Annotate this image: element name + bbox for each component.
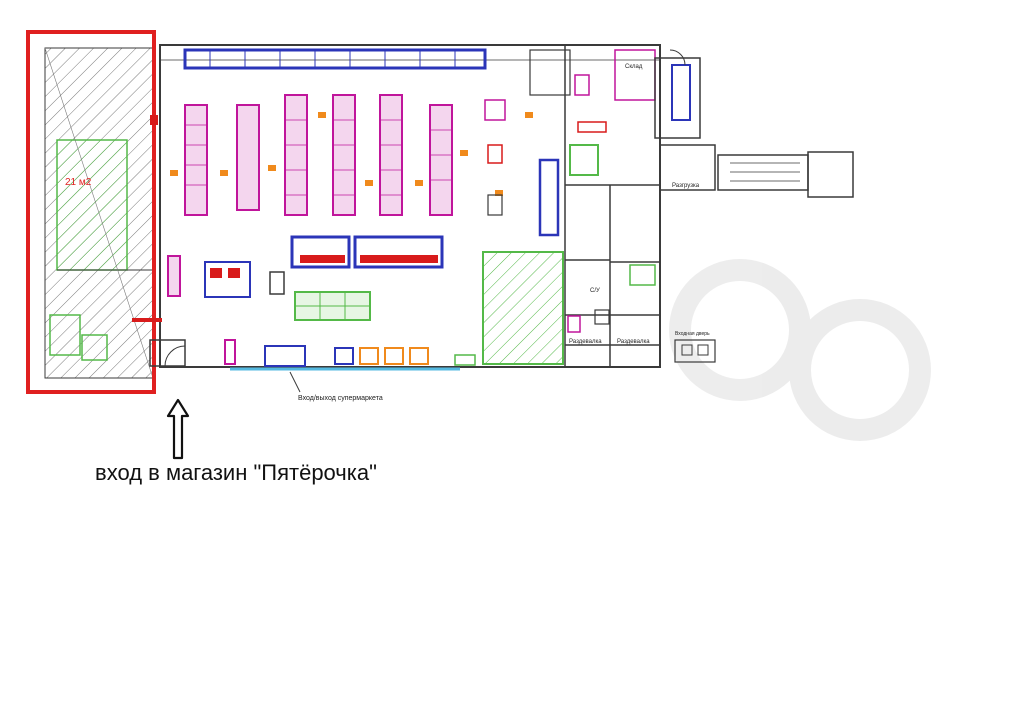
up-arrow-icon — [166, 398, 190, 460]
wc-label: С/У — [590, 288, 600, 294]
right-extension — [654, 49, 701, 139]
svg-text:Входная дверь: Входная дверь — [675, 331, 710, 337]
building-outline — [159, 44, 661, 368]
loading-dock — [659, 144, 854, 198]
room2-label: Раздевалка — [617, 339, 650, 345]
room1-label: Раздевалка — [569, 339, 602, 345]
watermark — [669, 259, 931, 441]
exit-label: Вход/выход супермаркета — [298, 395, 383, 402]
fridge-rows — [290, 235, 444, 269]
aisle-shelves — [184, 94, 453, 216]
checkout-row — [224, 339, 476, 371]
entrance-door — [149, 339, 186, 367]
left-section — [44, 47, 154, 379]
entrance-caption: вход в магазин "Пятёрочка" — [95, 460, 377, 485]
equipment-markers — [150, 112, 533, 196]
outer-room-label: Склад — [625, 64, 643, 70]
loading-label: Разгрузка — [672, 183, 700, 189]
left-equipment — [132, 255, 285, 322]
storage-area — [482, 251, 564, 365]
right-note: Входная дверь — [674, 331, 716, 363]
aisle-dividers — [185, 119, 452, 196]
area-label: 21 м2 — [65, 177, 92, 188]
right-column — [484, 49, 571, 237]
top-shelving — [183, 48, 487, 70]
exit-pointer — [289, 371, 301, 393]
highlight-frame — [26, 30, 156, 394]
back-rooms — [564, 45, 660, 367]
green-island — [294, 291, 371, 321]
